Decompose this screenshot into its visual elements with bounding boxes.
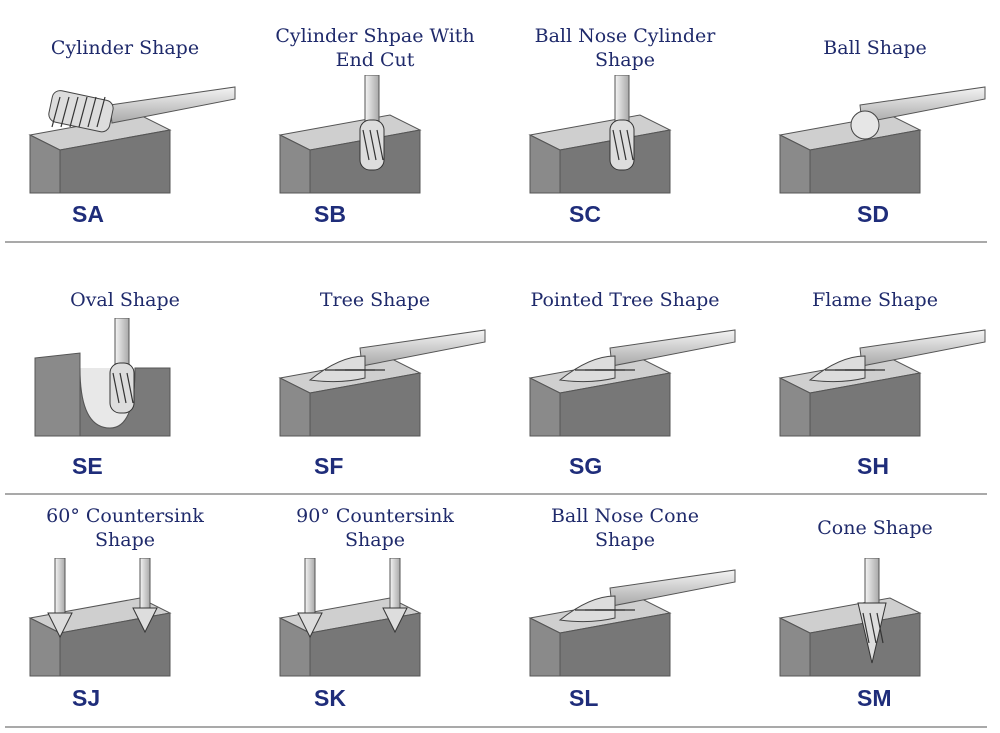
vertical-oval-burr-illustration: [20, 317, 240, 443]
burr-code: SC: [569, 201, 601, 227]
title-line: Oval Shape: [70, 289, 180, 311]
vertical-cone-burr-illustration: [770, 557, 990, 683]
burr-title: Cone Shape: [750, 516, 1000, 540]
row-divider: [5, 241, 987, 243]
title-line: Shape: [595, 49, 655, 71]
title-line: Ball Nose Cone: [550, 505, 700, 527]
angled-ballnose-burr-illustration: [520, 74, 740, 200]
countersink-burr-illustration: [20, 557, 240, 683]
title-line: End Cut: [335, 49, 415, 71]
horizontal-tree-burr-illustration: [270, 318, 490, 443]
burr-title: Flame Shape: [750, 288, 1000, 312]
burr-code: SF: [314, 453, 344, 479]
burr-title: Cylinder Shape: [0, 36, 250, 60]
title-line: Ball Shape: [823, 37, 927, 59]
row-divider: [5, 726, 987, 728]
burr-code: SG: [569, 453, 603, 479]
horizontal-flame-burr-illustration: [770, 318, 990, 443]
title-line: Cone Shape: [817, 517, 933, 539]
title-line: Shape: [345, 529, 405, 551]
title-line: Cylinder Shpae With: [275, 25, 475, 47]
burr-code: SH: [857, 453, 889, 479]
title-line: Shape: [595, 529, 655, 551]
title-line: 60° Countersink: [46, 505, 204, 527]
title-line: Ball Nose Cylinder: [534, 25, 716, 47]
burr-code: SL: [569, 685, 599, 711]
burr-code: SA: [72, 201, 104, 227]
title-line: Cylinder Shape: [50, 37, 200, 59]
row-divider: [5, 493, 987, 495]
burr-code: SK: [314, 685, 346, 711]
burr-title: Tree Shape: [250, 288, 500, 312]
ball-burr-illustration: [770, 75, 990, 200]
burr-title: Ball Shape: [750, 36, 1000, 60]
title-line: Shape: [95, 529, 155, 551]
burr-code: SB: [314, 201, 346, 227]
burr-title: Oval Shape: [0, 288, 250, 312]
burr-code: SE: [72, 453, 103, 479]
horizontal-cone-burr-illustration: [520, 558, 740, 683]
title-line: 90° Countersink: [296, 505, 454, 527]
vertical-cylinder-burr-illustration: [270, 74, 490, 200]
countersink-burr-illustration: [270, 557, 490, 683]
horizontal-pointed-burr-illustration: [520, 318, 740, 443]
burr-code: SJ: [72, 685, 101, 711]
title-line: Tree Shape: [319, 289, 431, 311]
horizontal-cylinder-burr-illustration: [20, 75, 240, 200]
title-line: Pointed Tree Shape: [530, 289, 720, 311]
title-line: Flame Shape: [812, 289, 938, 311]
burr-code: SM: [857, 685, 892, 711]
burr-title: Pointed Tree Shape: [500, 288, 750, 312]
burr-code: SD: [857, 201, 889, 227]
